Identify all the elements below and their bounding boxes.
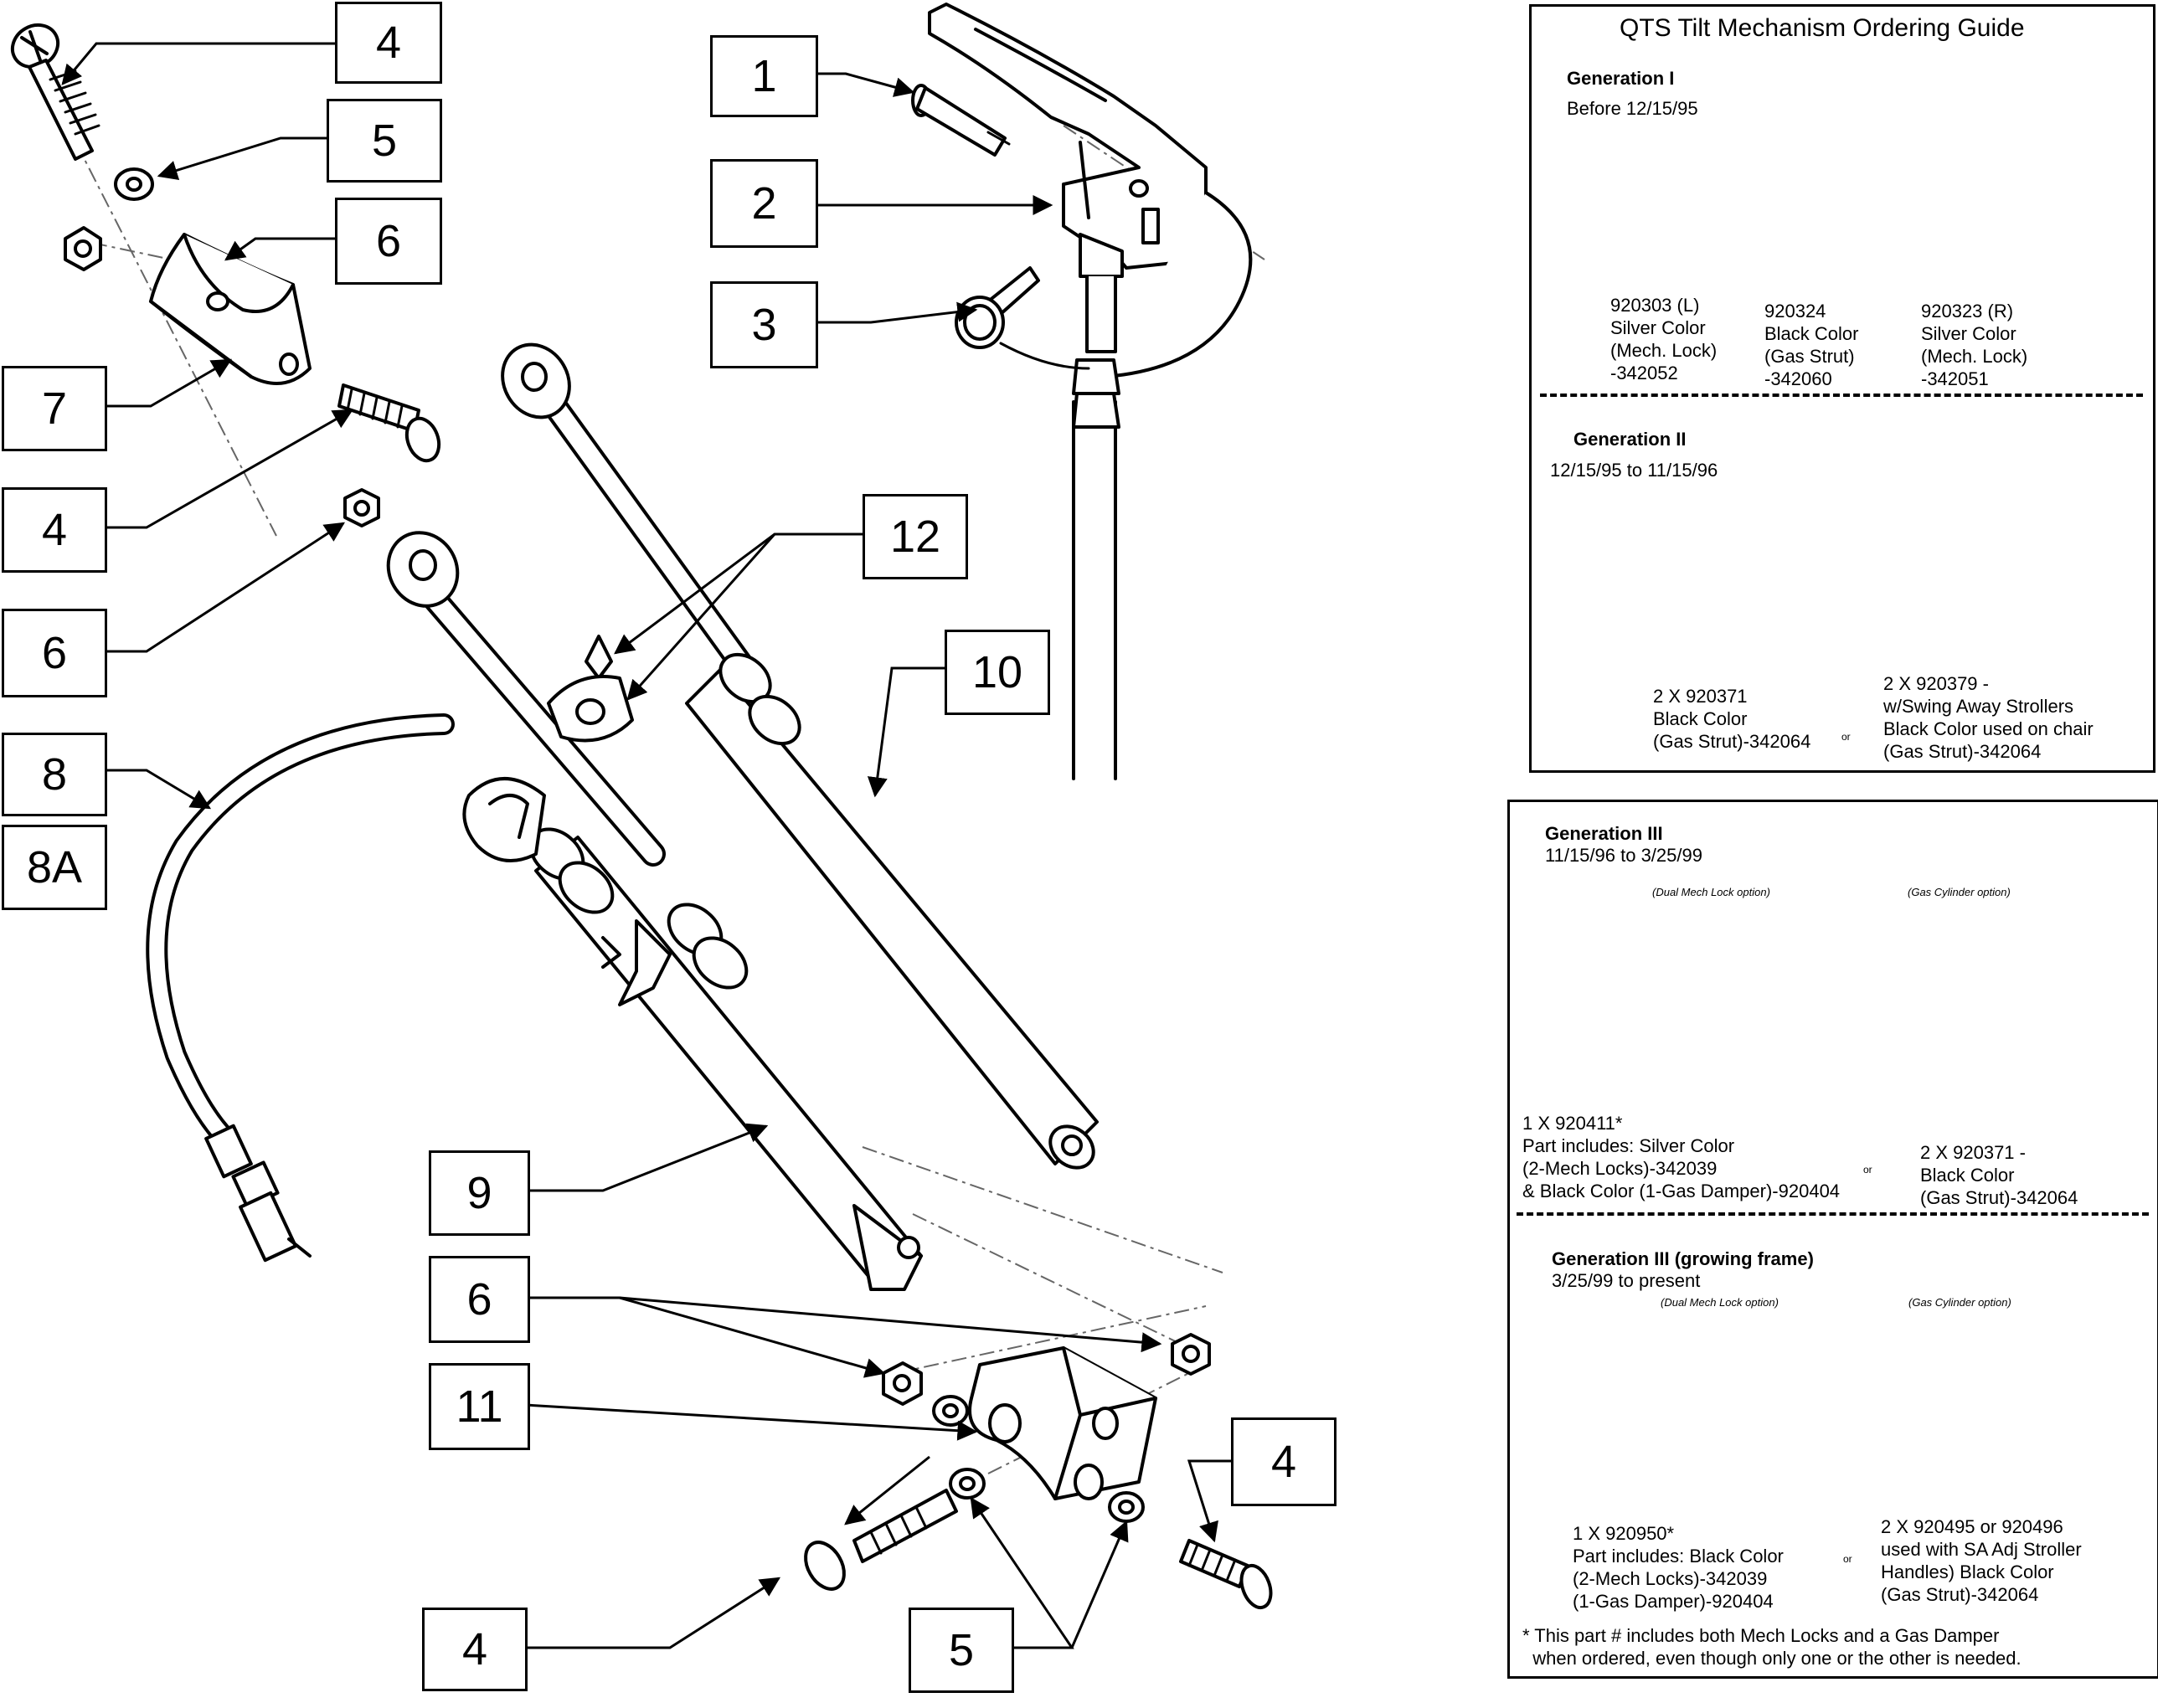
gen3-option-right: (Gas Cylinder option) — [1908, 886, 2011, 898]
gen1-heading: Generation I — [1567, 68, 1675, 89]
bolt-bottom-right — [1179, 1539, 1273, 1610]
callout-5-bottom: 5 — [909, 1608, 1014, 1693]
gen1-part-left: 920303 (L) Silver Color (Mech. Lock) -34… — [1610, 295, 1718, 383]
callout-label: 3 — [751, 300, 777, 350]
gen1-part-right: 920323 (R) Silver Color (Mech. Lock) -34… — [1921, 301, 2028, 389]
gen3g-part-right: 2 X 920495 or 920496 used with SA Adj St… — [1881, 1516, 2082, 1605]
callout-label: 10 — [971, 647, 1023, 697]
gen1-date: Before 12/15/95 — [1567, 98, 1698, 119]
collar-pieces — [462, 635, 634, 862]
callout-label: 4 — [41, 505, 68, 555]
callout-label: 2 — [751, 178, 777, 229]
callout-8: 8 — [2, 733, 107, 816]
callout-label: 4 — [375, 18, 402, 68]
generation-divider — [1540, 394, 2143, 397]
callout-label: 4 — [461, 1624, 488, 1675]
gen3-or: or — [1863, 1164, 1872, 1176]
gen3-part-left: 1 X 920411* Part includes: Silver Color … — [1522, 1113, 1841, 1201]
callout-6-mid: 6 — [2, 609, 107, 697]
clamp-bracket-top — [149, 233, 312, 385]
gen1-part-middle: 920324 Black Color (Gas Strut) -342060 — [1764, 301, 1859, 389]
nut-mid-left — [343, 488, 380, 527]
callout-4-mid: 4 — [2, 487, 107, 573]
callout-label: 1 — [751, 51, 777, 101]
callout-6-bottom: 6 — [429, 1256, 530, 1343]
callout-label: 6 — [41, 628, 68, 678]
callout-label: 11 — [456, 1381, 503, 1432]
gen3g-option-right: (Gas Cylinder option) — [1908, 1296, 2011, 1309]
gen2-part-left: 2 X 920371 Black Color (Gas Strut)-34206… — [1653, 686, 1811, 752]
clevis-pin — [911, 84, 1011, 157]
guide-title: QTS Tilt Mechanism Ordering Guide — [1620, 14, 2025, 42]
nut-bottom-right — [1171, 1333, 1211, 1376]
gen3-heading: Generation III — [1545, 823, 1663, 844]
callout-2: 2 — [710, 159, 818, 248]
release-lever — [928, 3, 1253, 780]
callout-label: 8 — [41, 749, 68, 800]
ordering-guide-panel-upper: QTS Tilt Mechanism Ordering Guide Genera… — [1529, 4, 2155, 773]
gen2-or: or — [1841, 731, 1851, 743]
callout-label: 9 — [466, 1168, 492, 1218]
callout-label: 8A — [26, 842, 83, 893]
callout-label: 4 — [1270, 1437, 1297, 1487]
leader-lines — [61, 42, 1231, 1649]
gen3-option-left: (Dual Mech Lock option) — [1652, 886, 1770, 898]
gen3g-part-left: 1 X 920950* Part includes: Black Color (… — [1573, 1523, 1784, 1612]
callout-12: 12 — [863, 494, 968, 579]
bolt-mid-left — [337, 383, 441, 463]
mount-bracket-bottom — [968, 1346, 1157, 1500]
parts-line-art — [10, 3, 1273, 1610]
bolt-top-left — [10, 23, 100, 161]
gen3-date: 11/15/96 to 3/25/99 — [1545, 845, 1702, 866]
callout-8a: 8A — [2, 825, 107, 910]
callout-4-bottom-left: 4 — [422, 1608, 528, 1691]
gen3g-or: or — [1843, 1553, 1852, 1565]
callout-6-top: 6 — [335, 198, 442, 285]
callout-label: 6 — [375, 216, 402, 266]
callout-10: 10 — [945, 630, 1050, 715]
callout-4-top: 4 — [335, 2, 442, 84]
gen3-part-right: 2 X 920371 - Black Color (Gas Strut)-342… — [1920, 1142, 2078, 1208]
callout-label: 6 — [466, 1274, 492, 1325]
callout-3: 3 — [710, 281, 818, 368]
gen3g-date: 3/25/99 to present — [1552, 1270, 1701, 1291]
bolt-bottom-left — [804, 1489, 958, 1591]
ring-pin — [955, 266, 1090, 370]
callout-11: 11 — [429, 1363, 530, 1450]
callout-7: 7 — [2, 366, 107, 451]
tubing — [146, 713, 455, 1263]
nut-top-left — [64, 226, 102, 271]
callout-5-top: 5 — [327, 99, 442, 183]
gen3g-footnote: * This part # includes both Mech Locks a… — [1522, 1625, 2022, 1669]
callout-label: 5 — [948, 1625, 975, 1675]
callout-4-bottom-right: 4 — [1231, 1417, 1337, 1506]
gen3g-option-left: (Dual Mech Lock option) — [1661, 1296, 1779, 1309]
gen3g-heading: Generation III (growing frame) — [1552, 1248, 1814, 1269]
gen2-part-right: 2 X 920379 - w/Swing Away Strollers Blac… — [1883, 673, 2094, 762]
ordering-guide-panel-lower: Generation III 11/15/96 to 3/25/99 (Dual… — [1507, 800, 2158, 1679]
callout-label: 5 — [371, 116, 398, 166]
callout-label: 12 — [889, 512, 941, 562]
gen2-date: 12/15/95 to 11/15/96 — [1550, 460, 1718, 481]
gas-strut-10 — [501, 342, 1099, 1170]
gen2-heading: Generation II — [1573, 429, 1687, 450]
gas-strut-9 — [386, 531, 923, 1291]
callout-label: 7 — [41, 383, 68, 434]
nut-bottom-left — [882, 1361, 923, 1406]
callout-1: 1 — [710, 35, 818, 117]
callout-9: 9 — [429, 1150, 530, 1236]
generation-divider — [1517, 1212, 2149, 1216]
